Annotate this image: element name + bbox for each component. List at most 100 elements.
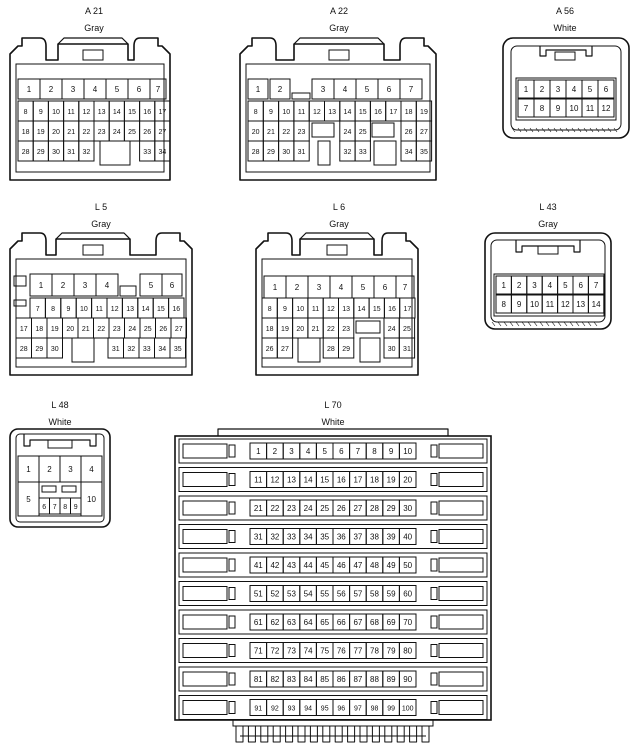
pin-box: [70, 497, 82, 515]
pin-box: [149, 78, 167, 100]
pin-cell: 6: [332, 442, 351, 460]
side-latch: [438, 614, 484, 630]
outline-line: [593, 321, 598, 327]
latch-window: [82, 244, 104, 256]
pin-label: 1: [273, 283, 278, 292]
pin-box: [398, 699, 417, 716]
latch-window: [328, 49, 350, 61]
pin-cell: 24: [124, 317, 141, 339]
pin-cell: 14: [339, 100, 356, 122]
pin-cell: 18: [17, 120, 34, 142]
connector-color: Gray: [84, 23, 104, 33]
side-key: [430, 501, 438, 515]
side-latch: [182, 472, 228, 487]
pin-cell: 94: [299, 699, 317, 716]
side-latch: [438, 472, 484, 487]
pin-label: 8: [51, 306, 55, 313]
connector-id: L 6: [333, 202, 345, 212]
latch-window: [82, 49, 104, 61]
pin-cell: 12: [308, 100, 326, 122]
row-band: [178, 666, 488, 692]
housing-outline: [9, 37, 171, 181]
row-band: [178, 609, 488, 635]
pin-cell: 32: [339, 140, 356, 162]
pin-cell: 20: [247, 120, 264, 142]
pin-cell: 5: [355, 78, 379, 100]
pin-cell: 29: [338, 337, 355, 359]
pin-label: 5: [26, 495, 31, 504]
pin-cell: 100: [398, 699, 417, 716]
pin-cell: 17: [399, 297, 416, 319]
pin-cell: 29: [382, 499, 400, 517]
pin-cell: 84: [299, 670, 317, 688]
pin-label: 7: [356, 447, 361, 456]
connector-id: L 48: [51, 400, 68, 410]
pin-box: [597, 79, 615, 99]
side-key: [228, 530, 236, 543]
pin-cell: 13: [324, 100, 341, 122]
pin-label: 36: [337, 533, 346, 542]
pin-label: 29: [387, 504, 396, 513]
pin-label: 7: [156, 85, 161, 94]
pin-label: 7: [36, 306, 40, 313]
pin-cell: 3: [549, 79, 567, 99]
pin-cell: 12: [266, 471, 284, 488]
pin-cell: 9: [262, 100, 280, 122]
pin-cell: 73: [282, 642, 301, 659]
pin-label: 47: [353, 561, 362, 570]
connector-id: A 21: [85, 6, 103, 16]
pin-label: 6: [170, 281, 175, 290]
comb-tooth: [322, 726, 331, 743]
pin-label: 18: [22, 129, 30, 136]
pin-cell: 95: [315, 699, 334, 716]
pin-cell: 6: [377, 78, 401, 100]
pin-label: 19: [387, 476, 396, 485]
pin-cell: 13: [282, 471, 301, 488]
pin-cell: 2: [38, 455, 61, 483]
pin-label: 76: [337, 647, 346, 656]
pin-cell: 18: [261, 317, 278, 339]
pin-cell: 3: [526, 275, 543, 295]
latch-outline: [55, 232, 131, 240]
pin-cell: 1: [17, 78, 41, 100]
pin-label: 18: [266, 326, 274, 333]
pin-cell: 14: [353, 297, 370, 319]
pin-cell: 81: [249, 670, 268, 688]
pin-label: 63: [287, 618, 296, 627]
pin-label: 18: [405, 109, 413, 116]
pin-cell: 16: [168, 297, 185, 319]
pin-cell: 25: [354, 120, 371, 142]
pin-box: [161, 273, 183, 297]
outline-line: [515, 321, 520, 327]
pin-cell: 34: [154, 140, 171, 162]
pin-cell: 10: [278, 100, 295, 122]
comb-tooth: [235, 726, 244, 743]
side-latch: [182, 643, 228, 658]
pin-cell: 23: [338, 317, 355, 339]
pin-label: 58: [370, 590, 379, 599]
key-notch: [119, 285, 137, 297]
top-flange: [217, 428, 449, 436]
pin-label: 31: [254, 533, 263, 542]
pin-label: 14: [113, 109, 121, 116]
pin-cell: 32: [266, 528, 284, 545]
outline-line: [595, 127, 600, 133]
pin-cell: 83: [282, 670, 301, 688]
pin-label: 19: [281, 326, 289, 333]
pin-label: 14: [142, 306, 150, 313]
pin-cell: 28: [365, 499, 384, 517]
pin-cell: 61: [249, 613, 268, 631]
pin-label: 26: [337, 504, 346, 513]
pin-cell: 30: [46, 337, 63, 359]
pin-label: 30: [403, 504, 412, 513]
pin-cell: 39: [382, 528, 400, 545]
pin-label: 23: [342, 326, 350, 333]
pin-label: 6: [383, 283, 388, 292]
pin-cell: 30: [398, 499, 417, 517]
pin-cell: 80: [398, 642, 417, 659]
pin-cell: 11: [91, 297, 108, 319]
blank-cavity: [311, 122, 335, 138]
pin-cell: 28: [322, 337, 340, 359]
